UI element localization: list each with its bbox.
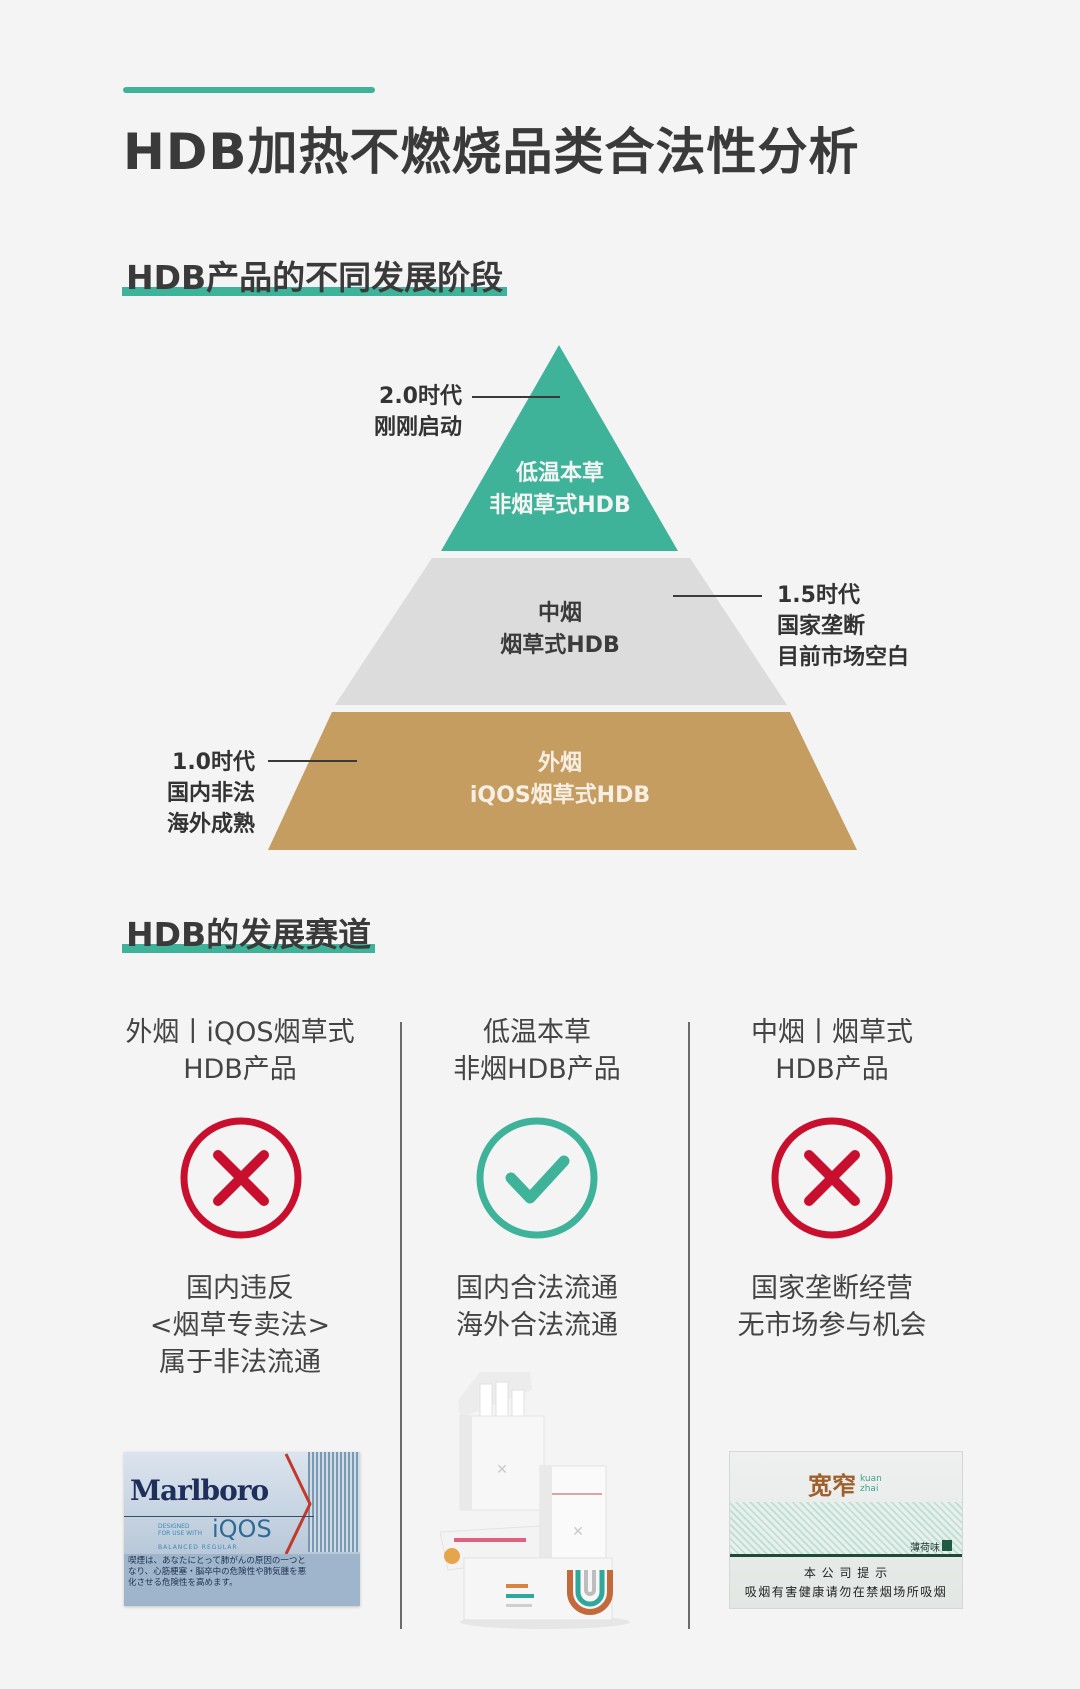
lane-desc-3: 国家垄断经营 无市场参与机会	[737, 1273, 927, 1341]
section-heading-stages: HDB产品的不同发展阶段	[122, 258, 508, 298]
lane-herbal-non-tobacco: 低温本草 非烟HDB产品	[453, 1017, 621, 1085]
check-icon	[476, 1117, 598, 1239]
heading-highlight	[122, 944, 376, 953]
pyramid-diagram	[268, 345, 857, 850]
pyramid-tier-middle	[335, 558, 787, 705]
product-image-marlboro-iqos: Marlboro DESIGNED FOR USE WITH iQOS BALA…	[124, 1452, 360, 1606]
lane-foreign-iqos: 外烟丨iQOS烟草式 HDB产品	[125, 1017, 355, 1085]
product-image-herbal-packs: ✕ ✕	[440, 1372, 630, 1629]
lane-desc-2: 国内合法流通 海外合法流通	[456, 1273, 618, 1341]
era-annotation-2.0: 2.0时代 刚刚启动	[373, 384, 462, 440]
lane-divider-1	[400, 1022, 402, 1629]
era-annotation-1.5: 1.5时代 国家垄断 目前市场空白	[777, 583, 910, 670]
svg-text:✕: ✕	[572, 1524, 584, 1540]
tier-label-middle: 中烟 烟草式HDB	[500, 601, 620, 658]
pack-red-chevron	[284, 1453, 312, 1555]
pack-warning: 喫煙は、あなたにとって肺がんの原因の一つと なり、心筋梗塞・脳卒中の危険性や肺気…	[124, 1554, 360, 1606]
product-image-kuanzhai: 宽窄 kuan zhai 薄荷味 本 公 司 提 示 吸烟有害健康请勿在禁烟场所…	[729, 1451, 963, 1609]
pyramid-tier-bottom	[268, 712, 857, 850]
pack-pattern	[308, 1452, 360, 1552]
pack-pattern	[730, 1502, 962, 1554]
title-accent-bar	[123, 87, 375, 93]
page-title: HDB加热不燃烧品类合法性分析	[123, 123, 860, 181]
lane-desc-1: 国内违反 <烟草专卖法> 属于非法流通	[149, 1273, 331, 1378]
heading-highlight	[122, 287, 508, 296]
pyramid-tier-top	[441, 345, 678, 551]
era-annotation-1.0: 1.0时代 国内非法 海外成熟	[166, 750, 255, 837]
svg-text:✕: ✕	[496, 1462, 508, 1478]
section-heading-tracks: HDB的发展赛道	[122, 915, 376, 955]
cross-icon	[771, 1117, 893, 1239]
lane-china-tobacco: 中烟丨烟草式 HDB产品	[751, 1017, 913, 1085]
lane-divider-2	[688, 1022, 690, 1629]
tier-label-bottom: 外烟 iQOS烟草式HDB	[469, 751, 651, 808]
tier-label-top: 低温本草 非烟草式HDB	[489, 461, 631, 518]
cross-icon	[180, 1117, 302, 1239]
